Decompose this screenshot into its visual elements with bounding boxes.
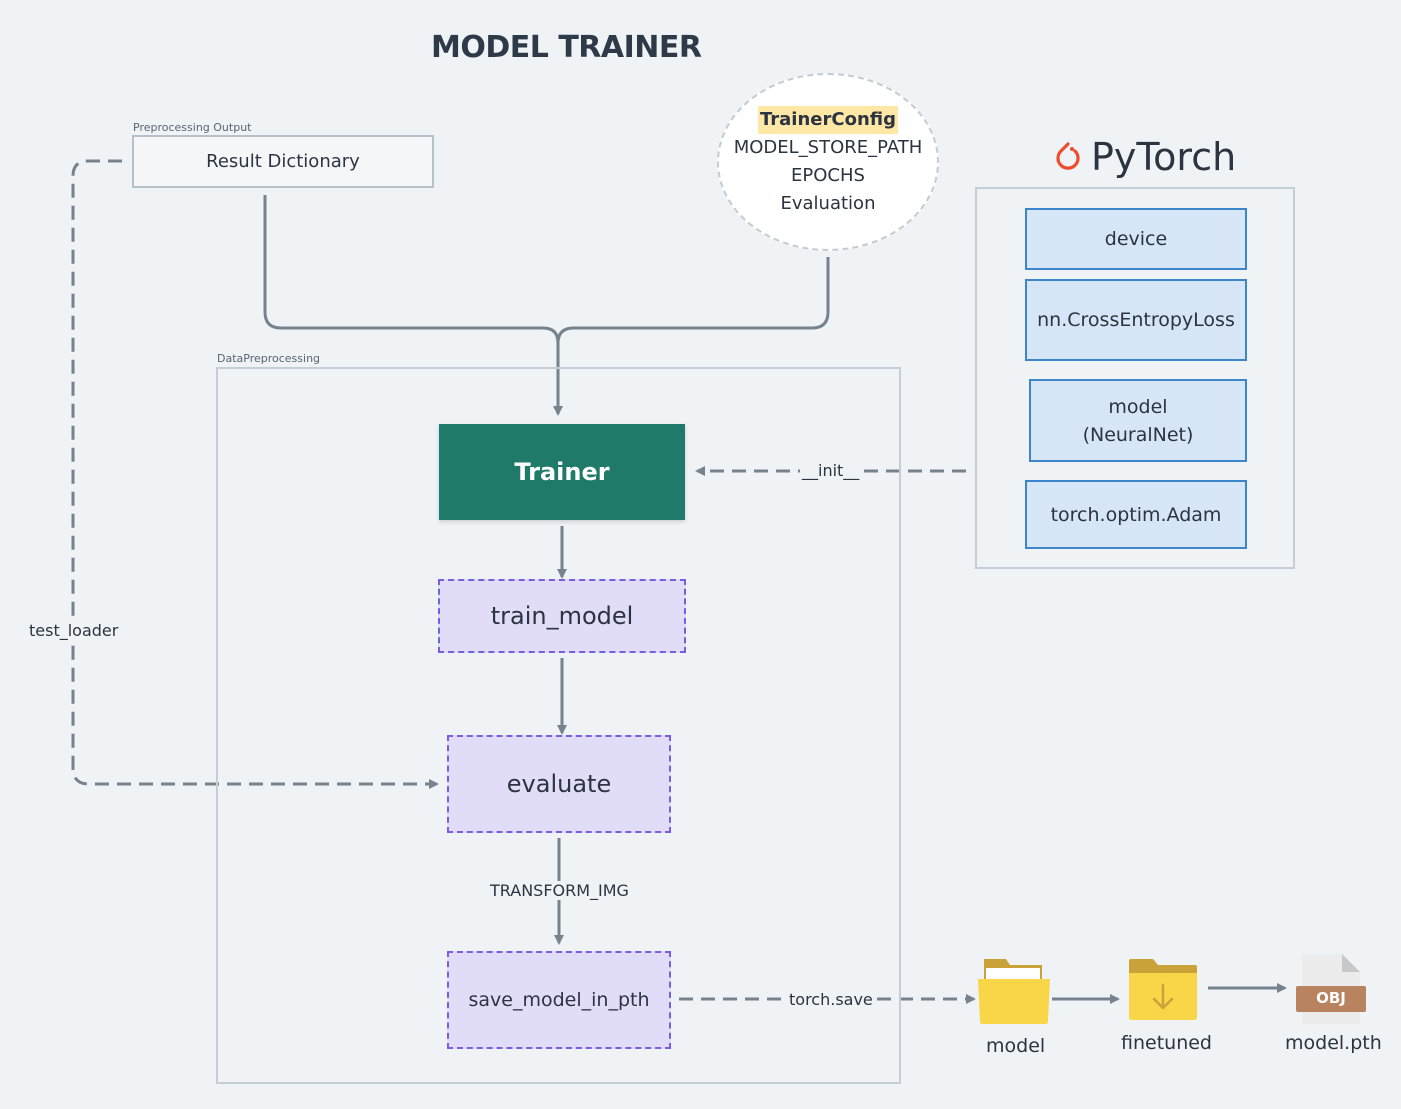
finetuned-folder-label: finetuned xyxy=(1121,1032,1212,1054)
pytorch-components-container xyxy=(975,187,1295,569)
model-pth-label: model.pth xyxy=(1285,1032,1382,1054)
page-title: MODEL TRAINER xyxy=(431,30,702,65)
torch-save-edge-label: torch.save xyxy=(787,990,875,1009)
pytorch-item-device-label: device xyxy=(1104,228,1168,250)
pytorch-item-cross-entropy-label: nn.CrossEntropyLoss xyxy=(1037,309,1235,331)
pytorch-flame-icon xyxy=(1056,142,1080,170)
pytorch-item-model[interactable]: model (NeuralNet) xyxy=(1029,379,1247,462)
trainer-node[interactable]: Trainer xyxy=(439,424,685,520)
save-model-in-pth-node[interactable]: save_model_in_pth xyxy=(447,951,671,1049)
trainer-label: Trainer xyxy=(514,458,610,486)
evaluate-label: evaluate xyxy=(506,770,612,798)
data-preprocessing-container-label: DataPreprocessing xyxy=(217,352,321,365)
pytorch-item-cross-entropy[interactable]: nn.CrossEntropyLoss xyxy=(1025,279,1247,361)
model-folder-label: model xyxy=(986,1035,1046,1057)
pytorch-logo-text: PyTorch xyxy=(1091,135,1237,179)
preprocessing-group-label: Preprocessing Output xyxy=(133,121,252,134)
save-model-in-pth-label: save_model_in_pth xyxy=(468,989,650,1011)
result-dictionary-node[interactable]: Result Dictionary xyxy=(132,135,434,188)
train-model-node[interactable]: train_model xyxy=(438,579,686,653)
pytorch-item-model-label: model (NeuralNet) xyxy=(1082,395,1194,446)
result-dictionary-label: Result Dictionary xyxy=(206,151,360,172)
pytorch-item-device[interactable]: device xyxy=(1025,208,1247,270)
data-preprocessing-container xyxy=(216,367,901,1084)
trainer-config-title: TrainerConfig xyxy=(757,106,898,134)
config-field-evaluation: Evaluation xyxy=(780,193,876,214)
init-edge-label: __init__ xyxy=(800,461,862,480)
test-loader-edge-label: test_loader xyxy=(27,621,121,640)
obj-file-icon xyxy=(1296,954,1366,1024)
config-to-trainer-connector xyxy=(556,257,830,344)
pytorch-logo: PyTorch xyxy=(1053,135,1236,179)
trainer-config-node[interactable]: TrainerConfig MODEL_STORE_PATH EPOCHS Ev… xyxy=(717,73,939,251)
pytorch-item-adam[interactable]: torch.optim.Adam xyxy=(1025,480,1247,549)
transform-img-edge-label: TRANSFORM_IMG xyxy=(488,881,631,900)
open-folder-icon xyxy=(978,959,1050,1024)
evaluate-node[interactable]: evaluate xyxy=(447,735,671,833)
pytorch-item-adam-label: torch.optim.Adam xyxy=(1050,503,1222,526)
obj-badge-text: OBJ xyxy=(1316,989,1346,1007)
download-folder-icon xyxy=(1129,959,1197,1020)
config-field-model-store-path: MODEL_STORE_PATH xyxy=(733,137,923,158)
train-model-label: train_model xyxy=(490,602,634,630)
config-field-epochs: EPOCHS xyxy=(791,165,865,186)
